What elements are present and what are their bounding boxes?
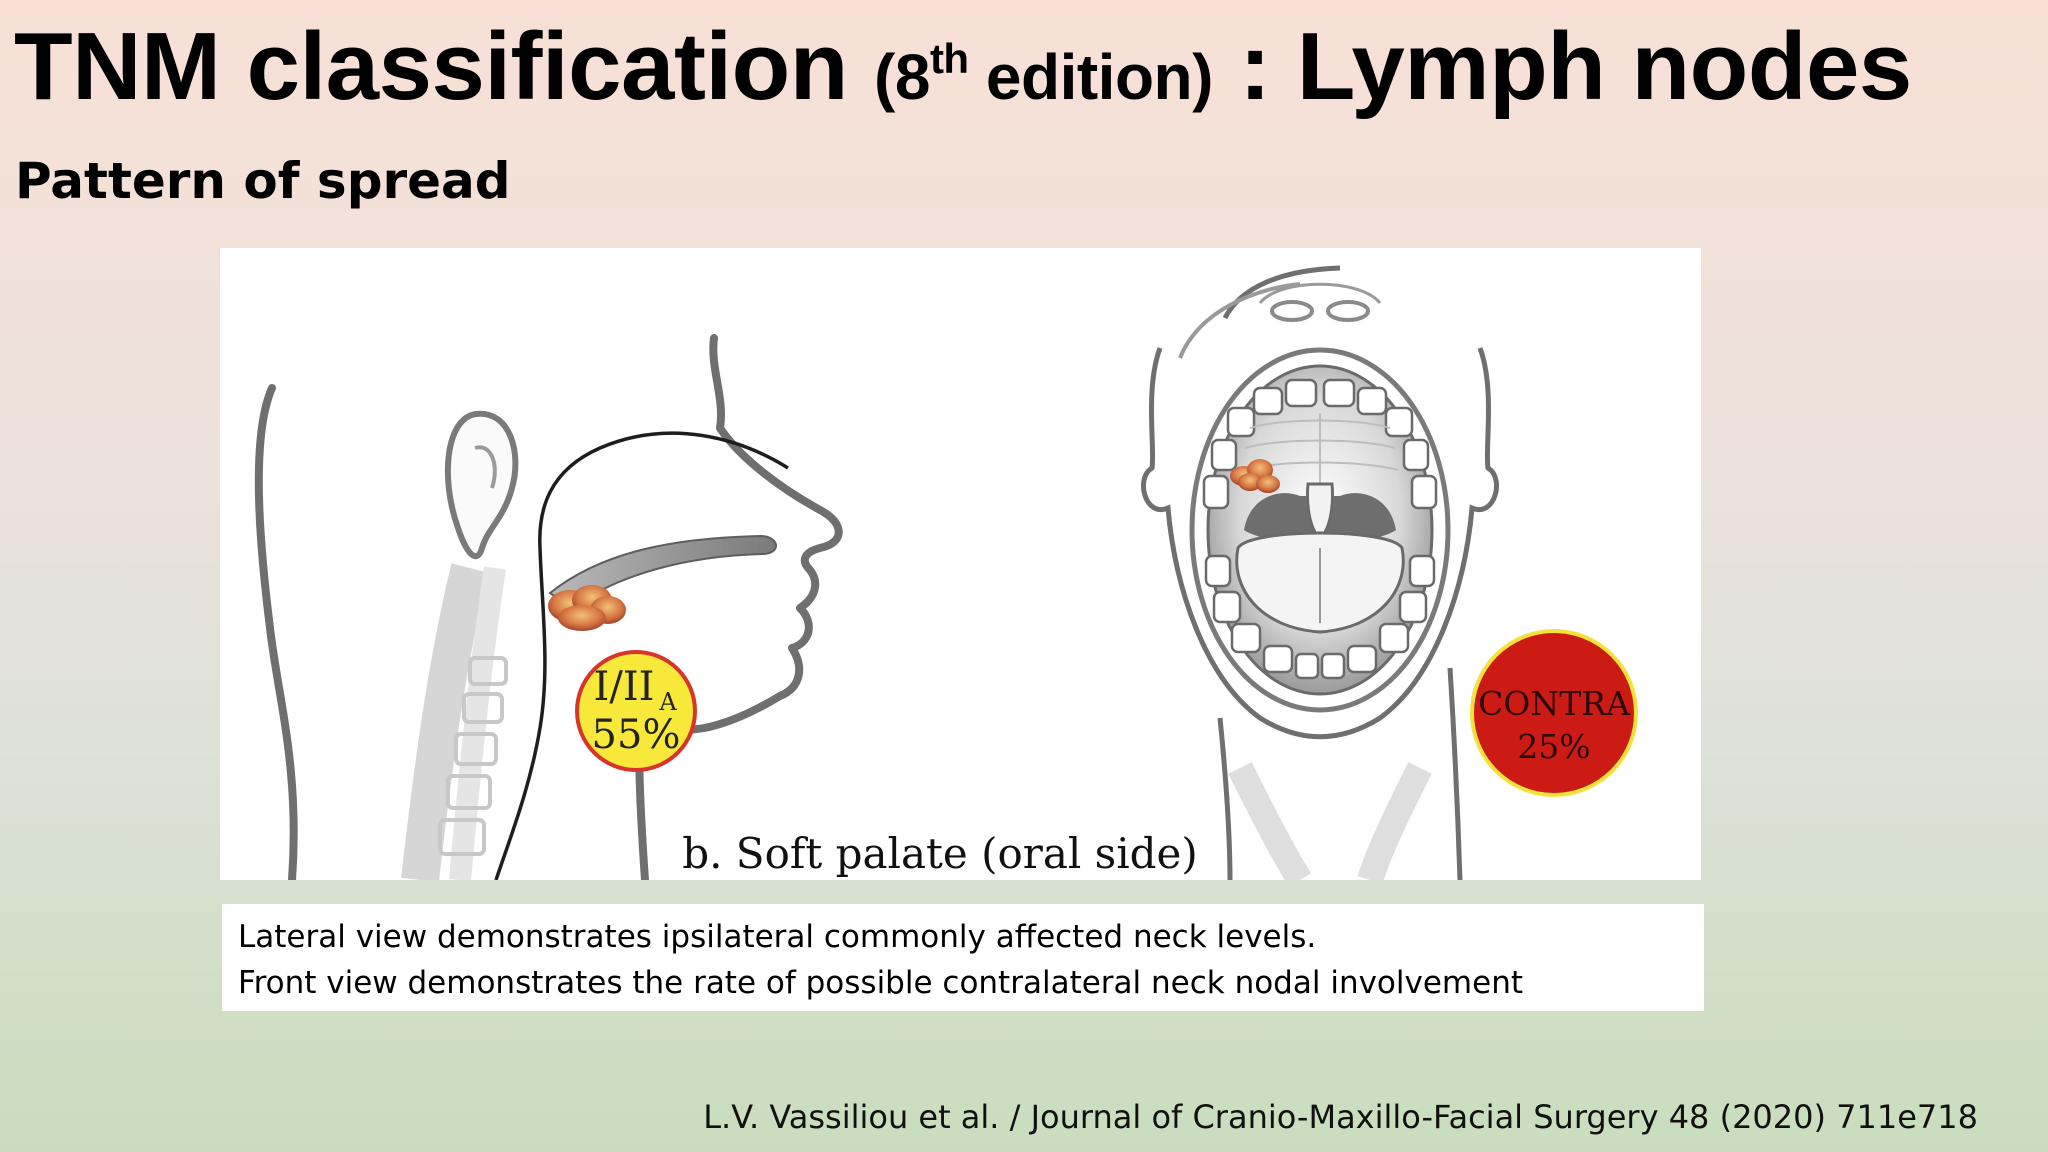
tumor-lateral bbox=[548, 585, 626, 631]
figure-label: b. Soft palate (oral side) bbox=[682, 829, 1198, 878]
badge-left-line1: I/II bbox=[594, 664, 655, 710]
title-main: TNM classification bbox=[14, 13, 848, 120]
citation: L.V. Vassiliou et al. / Journal of Crani… bbox=[703, 1098, 1978, 1136]
slide-subtitle: Pattern of spread bbox=[15, 152, 511, 210]
badge-right-line2: 25% bbox=[1517, 727, 1590, 766]
lateral-view-drawing bbox=[254, 334, 843, 880]
contra-badge-right: CONTRA 25% bbox=[1470, 629, 1638, 797]
tumor-front bbox=[1230, 459, 1280, 493]
anatomy-figure: I/II A 55% CONTRA 25% b. Soft palate (or… bbox=[220, 248, 1701, 880]
caption-box: Lateral view demonstrates ipsilateral co… bbox=[222, 904, 1704, 1011]
level-badge-left: I/II A 55% bbox=[575, 650, 697, 772]
front-view-drawing bbox=[1141, 265, 1499, 880]
title-rest: : Lymph nodes bbox=[1212, 13, 1912, 120]
badge-right-line1: CONTRA bbox=[1478, 684, 1631, 723]
slide-title: TNM classification (8th edition) : Lymph… bbox=[14, 14, 1912, 120]
badge-left-sub: A bbox=[658, 688, 677, 716]
title-edition-suffix: edition) bbox=[968, 41, 1214, 113]
caption-line-2: Front view demonstrates the rate of poss… bbox=[238, 965, 1524, 1001]
title-edition: (8th edition) bbox=[874, 38, 1214, 113]
title-edition-sup: th bbox=[929, 35, 969, 82]
caption-line-1: Lateral view demonstrates ipsilateral co… bbox=[238, 919, 1317, 955]
badge-left-line2: 55% bbox=[592, 712, 681, 758]
title-edition-prefix: (8 bbox=[874, 41, 930, 113]
